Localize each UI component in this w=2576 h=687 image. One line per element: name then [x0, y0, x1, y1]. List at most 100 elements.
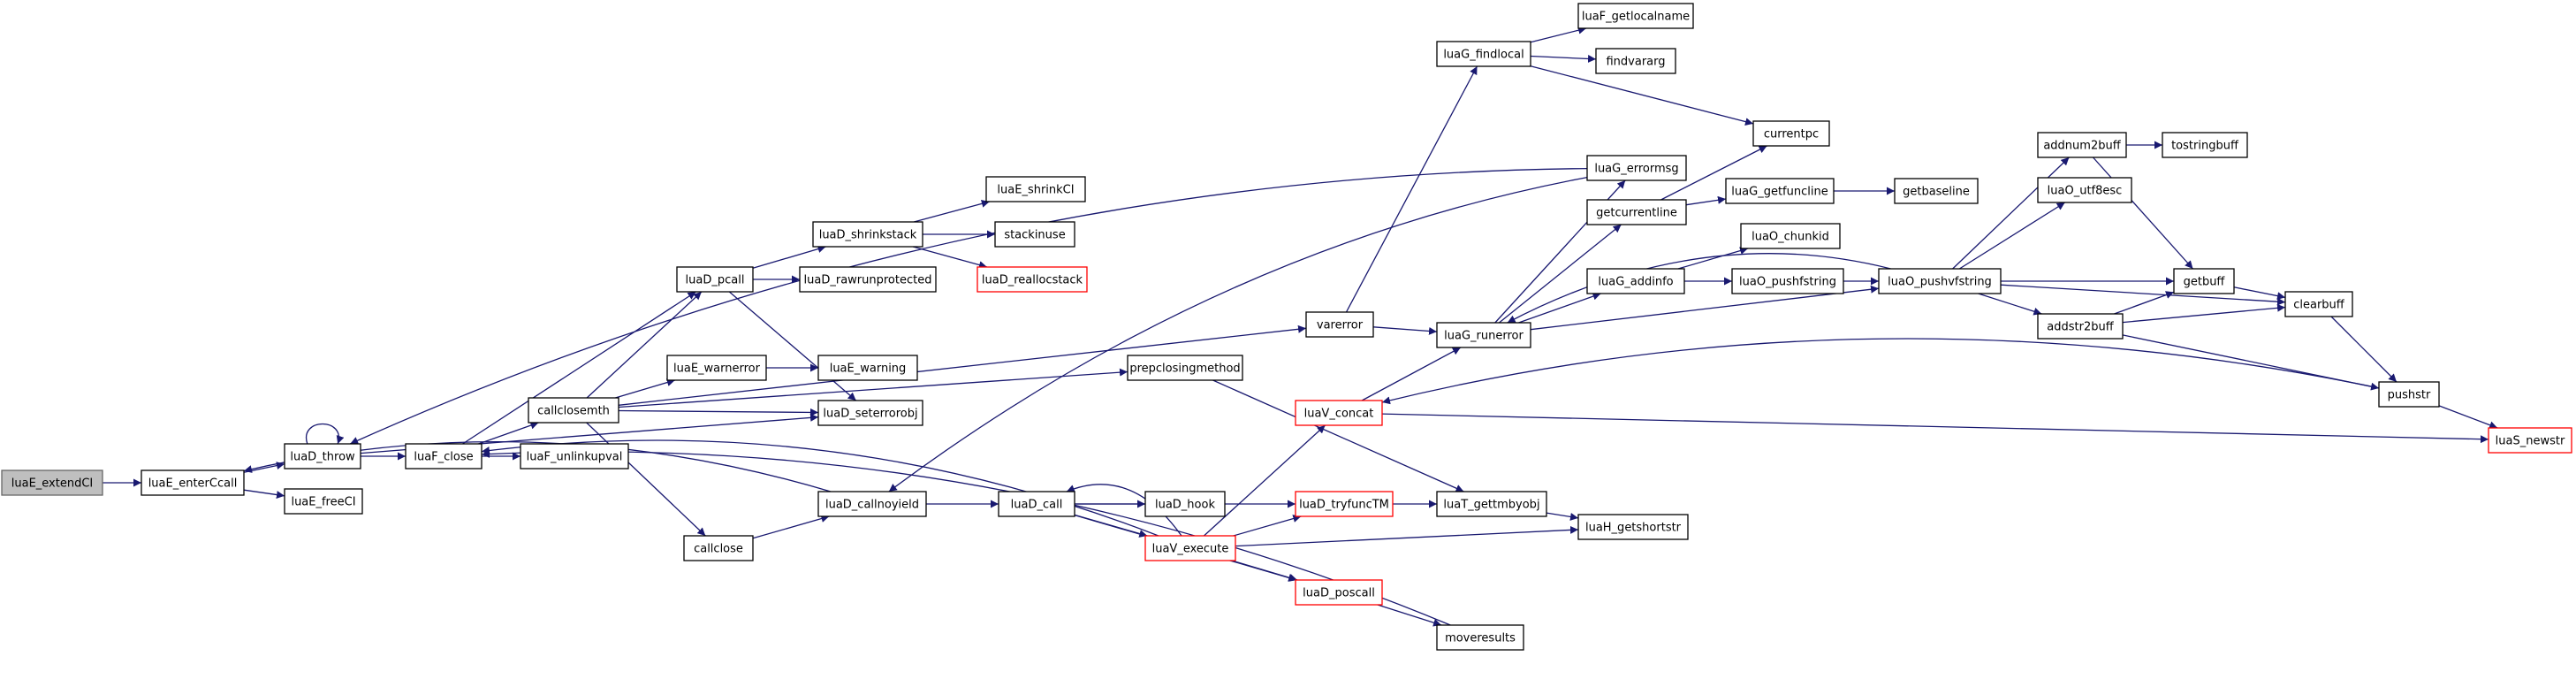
- node-box[interactable]: [1577, 514, 1689, 540]
- node-box[interactable]: [817, 355, 918, 381]
- node-box[interactable]: [1586, 155, 1687, 181]
- node-box[interactable]: [1586, 268, 1685, 294]
- node-box[interactable]: [1752, 120, 1830, 147]
- node-enterCcall[interactable]: luaE_enterCcall: [141, 469, 245, 496]
- node-Dcall[interactable]: luaD_call: [998, 491, 1075, 517]
- node-box[interactable]: [812, 221, 923, 248]
- node-unlinkupval[interactable]: luaF_unlinkupval: [520, 443, 629, 469]
- node-tryfuncTM[interactable]: luaD_tryfuncTM: [1295, 491, 1394, 517]
- node-utf8esc[interactable]: luaO_utf8esc: [2037, 177, 2132, 203]
- node-prepclosingmethod[interactable]: prepclosingmethod: [1127, 355, 1243, 381]
- node-stackinuse[interactable]: stackinuse: [994, 221, 1075, 248]
- node-findvararg[interactable]: findvararg: [1595, 48, 1676, 74]
- node-box[interactable]: [2284, 291, 2353, 317]
- node-box[interactable]: [284, 488, 363, 515]
- node-runerror[interactable]: luaG_runerror: [1436, 322, 1531, 348]
- node-concat[interactable]: luaV_concat: [1295, 400, 1383, 426]
- node-Fclose[interactable]: luaF_close: [405, 443, 483, 469]
- node-box[interactable]: [1595, 48, 1676, 74]
- node-box[interactable]: [2162, 132, 2248, 158]
- node-box[interactable]: [2037, 132, 2127, 158]
- node-pushstr[interactable]: pushstr: [2378, 381, 2440, 408]
- node-seterrorobj[interactable]: luaD_seterrorobj: [817, 400, 923, 426]
- node-pushvfstring[interactable]: luaO_pushvfstring: [1878, 268, 2002, 294]
- node-box[interactable]: [1436, 41, 1531, 67]
- node-box[interactable]: [2173, 268, 2235, 294]
- node-box[interactable]: [1577, 3, 1694, 29]
- node-tostringbuff[interactable]: tostringbuff: [2162, 132, 2248, 158]
- node-hook[interactable]: luaD_hook: [1144, 491, 1226, 517]
- node-box[interactable]: [1725, 178, 1835, 204]
- node-box[interactable]: [1894, 178, 1979, 204]
- node-box[interactable]: [2488, 427, 2572, 454]
- node-box[interactable]: [520, 443, 629, 469]
- node-varerror[interactable]: varerror: [1305, 311, 1374, 338]
- node-addnum2buff[interactable]: addnum2buff: [2037, 132, 2127, 158]
- node-getcurrentline[interactable]: getcurrentline: [1586, 199, 1687, 225]
- node-box[interactable]: [141, 469, 245, 496]
- node-box[interactable]: [1305, 311, 1374, 338]
- node-box[interactable]: [405, 443, 483, 469]
- node-pcall[interactable]: luaD_pcall: [676, 266, 754, 293]
- node-pushfstring[interactable]: luaO_pushfstring: [1731, 268, 1844, 294]
- node-box[interactable]: [994, 221, 1075, 248]
- node-getbuff[interactable]: getbuff: [2173, 268, 2235, 294]
- node-box[interactable]: [676, 266, 754, 293]
- node-getfuncline[interactable]: luaG_getfuncline: [1725, 178, 1835, 204]
- node-box[interactable]: [683, 535, 754, 561]
- node-box[interactable]: [1144, 491, 1226, 517]
- node-box[interactable]: [2037, 313, 2124, 340]
- node-getlocalname[interactable]: luaF_getlocalname: [1577, 3, 1694, 29]
- node-box[interactable]: [1295, 579, 1383, 606]
- node-box[interactable]: [799, 266, 937, 293]
- node-box[interactable]: [528, 397, 619, 424]
- node-box[interactable]: [1731, 268, 1844, 294]
- node-callnoyield[interactable]: luaD_callnoyield: [817, 491, 927, 517]
- node-box[interactable]: [284, 443, 361, 469]
- node-box[interactable]: [666, 355, 767, 381]
- node-box[interactable]: [1, 469, 103, 496]
- node-findlocal[interactable]: luaG_findlocal: [1436, 41, 1531, 67]
- node-box[interactable]: [1878, 268, 2002, 294]
- node-box[interactable]: [2037, 177, 2132, 203]
- node-box[interactable]: [1436, 322, 1531, 348]
- node-box[interactable]: [2378, 381, 2440, 408]
- node-chunkid[interactable]: luaO_chunkid: [1740, 223, 1841, 249]
- node-moveresults[interactable]: moveresults: [1436, 624, 1524, 651]
- node-callclosemth[interactable]: callclosemth: [528, 397, 619, 424]
- node-getshortstr[interactable]: luaH_getshortstr: [1577, 514, 1689, 540]
- node-rawrunprotected[interactable]: luaD_rawrunprotected: [799, 266, 937, 293]
- node-poscall[interactable]: luaD_poscall: [1295, 579, 1383, 606]
- node-freeCI[interactable]: luaE_freeCI: [284, 488, 363, 515]
- node-clearbuff[interactable]: clearbuff: [2284, 291, 2353, 317]
- node-currentpc[interactable]: currentpc: [1752, 120, 1830, 147]
- node-box[interactable]: [1436, 624, 1524, 651]
- node-callclose[interactable]: callclose: [683, 535, 754, 561]
- node-box[interactable]: [1144, 535, 1236, 561]
- node-addinfo[interactable]: luaG_addinfo: [1586, 268, 1685, 294]
- node-gettmbyobj[interactable]: luaT_gettmbyobj: [1436, 491, 1547, 517]
- node-box[interactable]: [976, 266, 1088, 293]
- node-newstr[interactable]: luaS_newstr: [2488, 427, 2572, 454]
- node-root[interactable]: luaE_extendCI: [1, 469, 103, 496]
- node-getbaseline[interactable]: getbaseline: [1894, 178, 1979, 204]
- node-execute[interactable]: luaV_execute: [1144, 535, 1236, 561]
- node-box[interactable]: [1740, 223, 1841, 249]
- node-box[interactable]: [1436, 491, 1547, 517]
- node-reallocstack[interactable]: luaD_reallocstack: [976, 266, 1088, 293]
- node-addstr2buff[interactable]: addstr2buff: [2037, 313, 2124, 340]
- node-box[interactable]: [985, 176, 1086, 202]
- node-box[interactable]: [998, 491, 1075, 517]
- node-throw[interactable]: luaD_throw: [284, 443, 361, 469]
- node-box[interactable]: [1295, 400, 1383, 426]
- node-box[interactable]: [1586, 199, 1687, 225]
- node-shrinkstack[interactable]: luaD_shrinkstack: [812, 221, 923, 248]
- node-warnerror[interactable]: luaE_warnerror: [666, 355, 767, 381]
- node-box[interactable]: [817, 491, 927, 517]
- node-box[interactable]: [1127, 355, 1243, 381]
- node-box[interactable]: [1295, 491, 1394, 517]
- node-shrinkCI[interactable]: luaE_shrinkCI: [985, 176, 1086, 202]
- node-warning[interactable]: luaE_warning: [817, 355, 918, 381]
- node-box[interactable]: [817, 400, 923, 426]
- node-errormsg[interactable]: luaG_errormsg: [1586, 155, 1687, 181]
